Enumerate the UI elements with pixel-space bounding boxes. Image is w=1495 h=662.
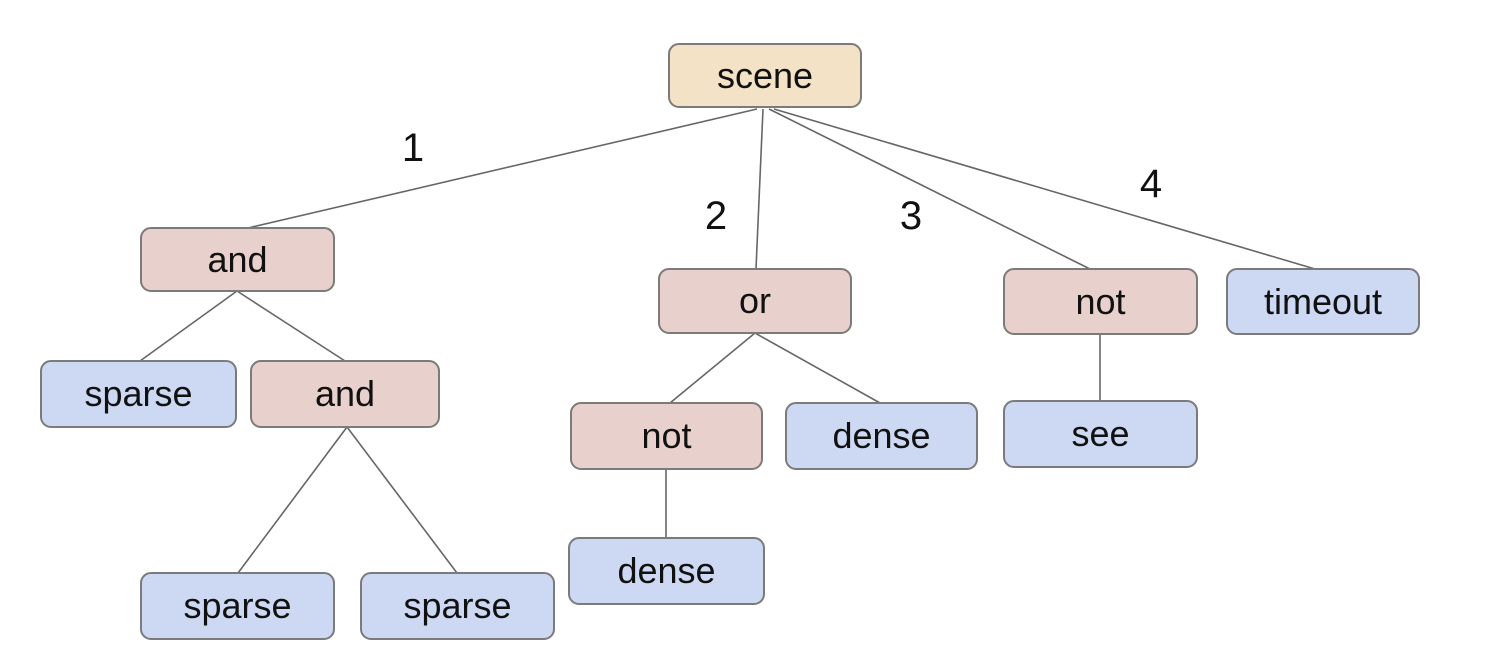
node-and-1: and xyxy=(140,227,335,292)
edge-scene-or xyxy=(755,108,764,270)
node-sparse-1: sparse xyxy=(40,360,237,428)
node-see-1: see xyxy=(1003,400,1198,468)
edge-label-2: 2 xyxy=(705,194,727,238)
edge-label-4: 4 xyxy=(1140,162,1162,206)
node-timeout-1: timeout xyxy=(1226,268,1420,335)
node-label: sparse xyxy=(183,585,292,626)
edge-scene-not xyxy=(768,108,1091,270)
edge-or-not xyxy=(669,332,756,404)
node-sparse-3: sparse xyxy=(360,572,555,640)
node-label: not xyxy=(1075,280,1126,322)
node-label: dense xyxy=(617,550,716,591)
node-dense-1: dense xyxy=(785,402,978,470)
node-not-1: not xyxy=(1003,268,1198,335)
edge-or-dense xyxy=(754,332,881,404)
node-label: see xyxy=(1071,413,1130,454)
node-label: or xyxy=(738,280,771,321)
node-label: sparse xyxy=(84,373,193,414)
node-and-2: and xyxy=(250,360,440,428)
edge-label-1: 1 xyxy=(402,126,424,170)
node-label: dense xyxy=(832,415,931,456)
edge-label-3: 3 xyxy=(900,194,922,238)
edge-and2-sparse2 xyxy=(237,426,348,574)
edge-and-sparse xyxy=(139,290,238,362)
node-or-1: or xyxy=(658,268,852,334)
node-not-2: not xyxy=(570,402,763,470)
edge-scene-timeout xyxy=(773,108,1316,270)
node-label: timeout xyxy=(1263,280,1383,322)
edge-and2-sparse3 xyxy=(346,426,458,574)
node-dense-2: dense xyxy=(568,537,765,605)
node-label: and xyxy=(207,238,268,280)
node-label: scene xyxy=(716,54,814,96)
node-label: and xyxy=(314,373,376,414)
edge-scene-and xyxy=(247,108,758,229)
node-label: not xyxy=(641,415,692,456)
node-scene: scene xyxy=(668,43,862,108)
node-label: sparse xyxy=(403,585,512,626)
node-sparse-2: sparse xyxy=(140,572,335,640)
edge-and-and xyxy=(236,290,346,362)
